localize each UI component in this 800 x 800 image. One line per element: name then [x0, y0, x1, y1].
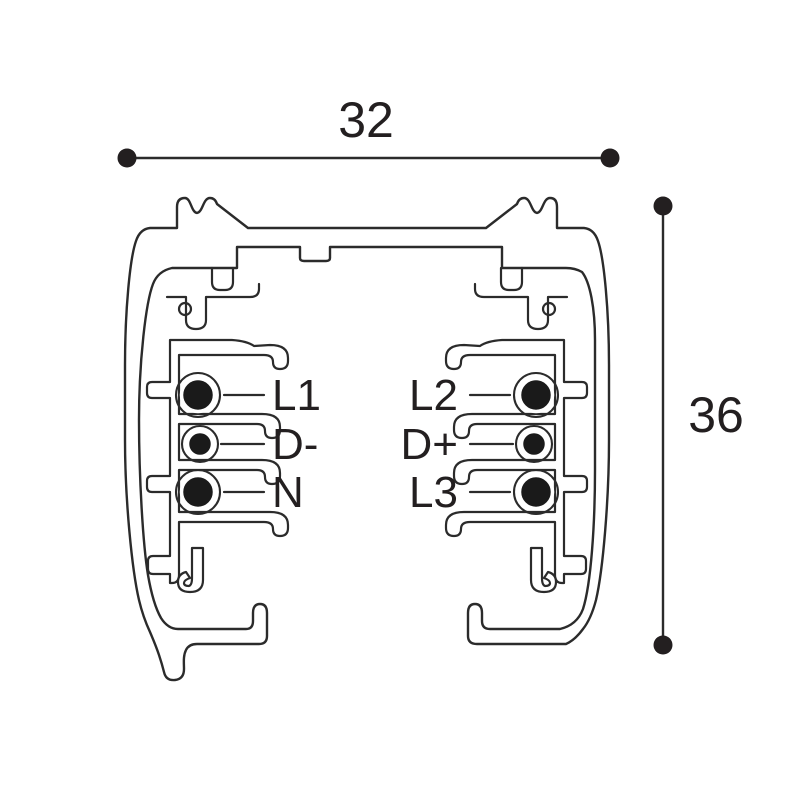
lower-hook-finger [176, 546, 205, 594]
dimension-endpoint-dot [117, 148, 137, 168]
width-dimension: 32 [117, 92, 620, 168]
insulator-comb [444, 338, 589, 585]
ceiling-shelf [165, 282, 261, 331]
pocket-ring-n [174, 468, 222, 516]
conductor-dot-l1 [179, 376, 217, 414]
conductor-dot-n [179, 473, 217, 511]
conductor-dot-l3 [517, 473, 555, 511]
pocket-ring-l2 [512, 371, 560, 419]
ceiling-shelf [473, 282, 569, 331]
width-dimension-label: 32 [338, 92, 394, 148]
track-profile [123, 196, 611, 682]
conductor-dot-d-minus [185, 429, 215, 459]
wall-knob [541, 301, 557, 317]
dimension-endpoint-dot [653, 196, 673, 216]
conductor-dot-l2 [517, 376, 555, 414]
conductor-labels: L1 D- N L2 D+ L3 [272, 371, 458, 517]
label-d-minus: D- [272, 420, 318, 469]
internals-left [145, 266, 290, 594]
label-l1: L1 [272, 371, 321, 420]
pocket-ring-d-minus [180, 424, 220, 464]
height-dimension: 36 [653, 196, 744, 655]
extrusion-shell-outline [123, 196, 611, 682]
label-d-plus: D+ [401, 420, 458, 469]
height-dimension-label: 36 [688, 387, 744, 443]
lower-hook-finger [529, 546, 558, 594]
label-n: N [272, 468, 304, 517]
label-l2: L2 [409, 371, 458, 420]
internals-right [444, 266, 589, 594]
pocket-ring-l3 [512, 468, 560, 516]
pocket-ring-l1 [174, 371, 222, 419]
wall-knob [177, 301, 193, 317]
conductor-dot-d-plus [519, 429, 549, 459]
label-l3: L3 [409, 468, 458, 517]
dimension-endpoint-dot [653, 635, 673, 655]
dimension-endpoint-dot [600, 148, 620, 168]
pocket-ring-d-plus [514, 424, 554, 464]
insulator-comb [145, 338, 290, 585]
cavity-rib [499, 266, 524, 292]
leader-lines [219, 393, 515, 494]
cavity-rib [210, 266, 235, 292]
